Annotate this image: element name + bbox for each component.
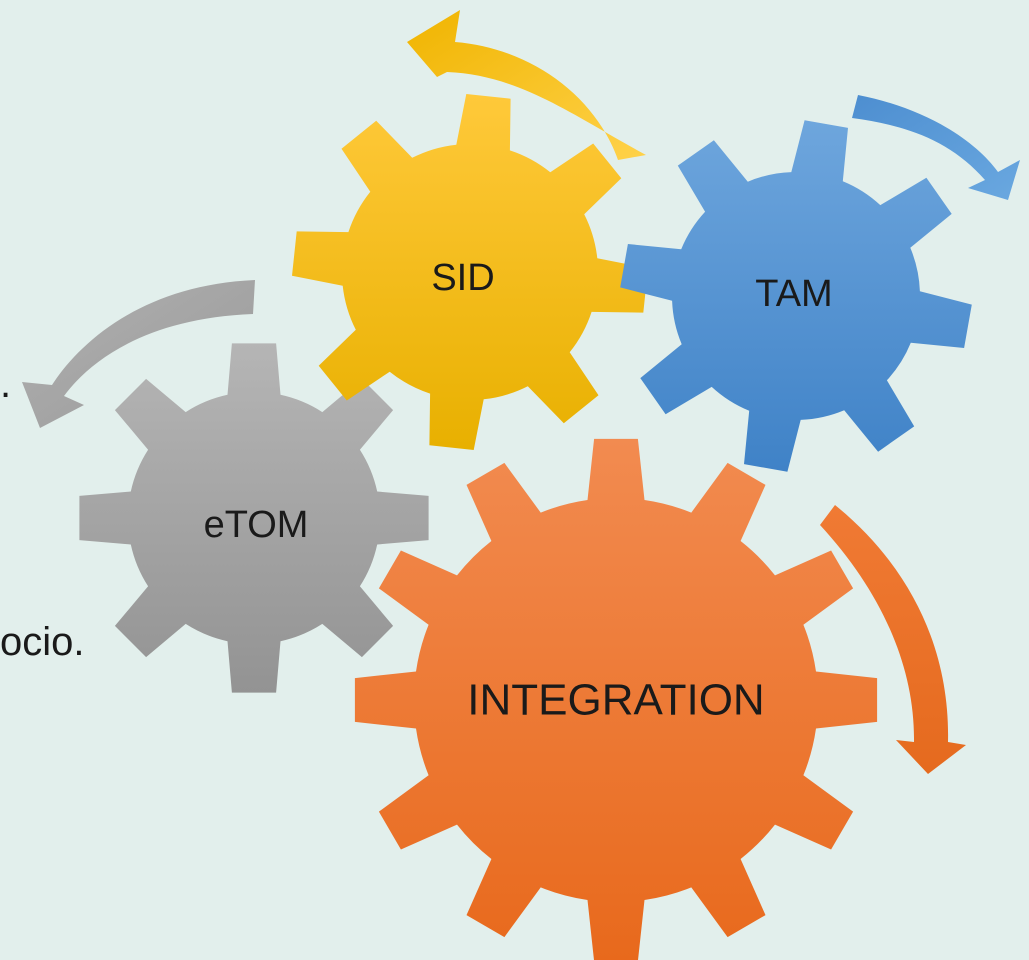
tam-gear-shape: [620, 120, 972, 472]
etom-gear-shape: [79, 343, 429, 693]
etom-gear-label: eTOM: [204, 504, 309, 546]
tam-gear-label: TAM: [755, 273, 832, 315]
integration-gear-shape: [354, 438, 878, 960]
gear-sid: SID: [292, 94, 648, 450]
sid-gear-shape: [292, 94, 648, 450]
background-text-fragment-1: .: [0, 362, 12, 406]
sid-arrow: [407, 10, 646, 160]
arrow-layer: [22, 10, 1020, 774]
integration-arrow: [820, 505, 966, 774]
gear-layer: eTOM SID TAM INTEGRATION: [79, 94, 972, 960]
background-text-fragment-2: ocio.: [0, 620, 85, 664]
gear-etom: eTOM: [79, 343, 429, 693]
etom-arrow: [22, 280, 255, 428]
gear-integration: INTEGRATION: [354, 438, 878, 960]
integration-gear-label: INTEGRATION: [467, 676, 764, 725]
tam-arrow: [852, 95, 1020, 200]
gear-tam: TAM: [620, 120, 972, 472]
sid-gear-label: SID: [431, 257, 494, 299]
